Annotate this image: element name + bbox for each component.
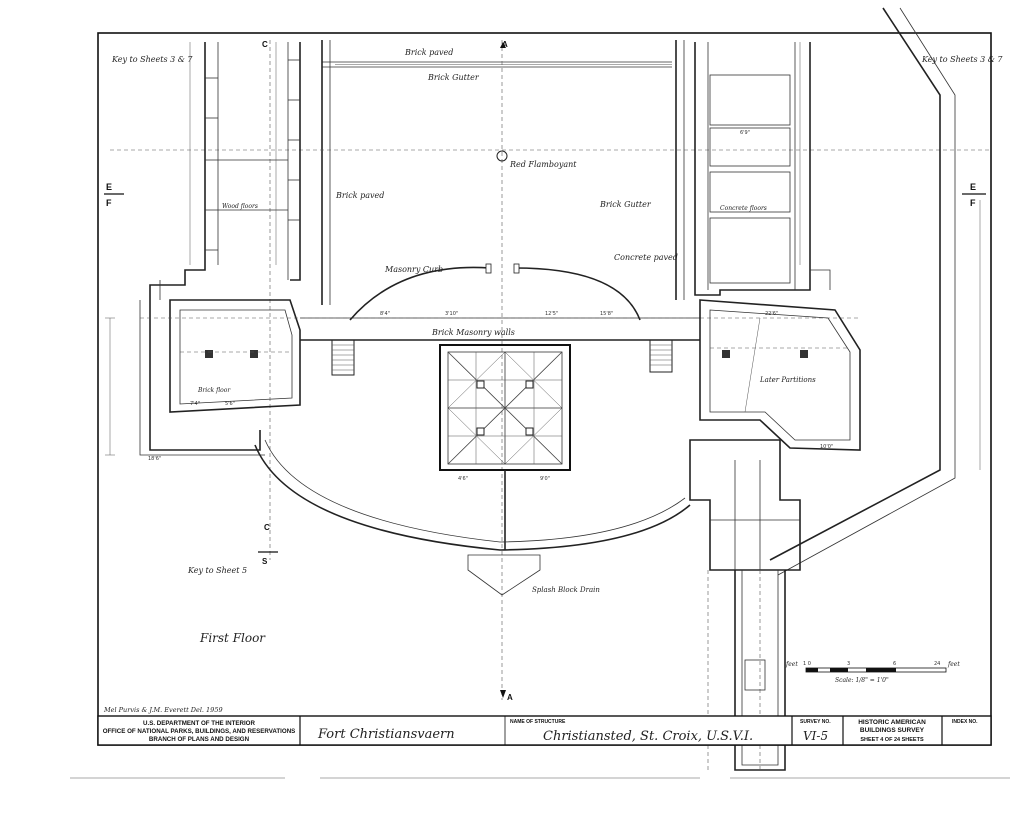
label-brick-masonry-walls: Brick Masonry walls bbox=[431, 328, 515, 337]
scale-unit-right: feet bbox=[947, 661, 960, 668]
section-mark-e-right: E bbox=[970, 182, 976, 192]
section-mark-c-top: C bbox=[262, 40, 268, 49]
masonry-curb bbox=[349, 266, 491, 321]
label-splash-block-drain: Splash Block Drain bbox=[532, 586, 600, 594]
section-mark-f-right: F bbox=[970, 198, 976, 208]
section-mark-s-mid: S bbox=[262, 557, 268, 566]
scale-tick: 1 0 bbox=[803, 661, 811, 667]
section-mark-e-left: E bbox=[106, 182, 112, 192]
splash-block bbox=[467, 554, 541, 596]
sheet-number: SHEET 4 OF 24 SHEETS bbox=[860, 737, 924, 743]
stair-right bbox=[649, 339, 673, 373]
scale-unit-left: feet bbox=[785, 661, 798, 668]
key-sheets-left: Key to Sheets 3 & 7 bbox=[111, 55, 193, 64]
title-block: U.S. DEPARTMENT OF THE INTERIOR OFFICE O… bbox=[97, 715, 992, 746]
stair-left bbox=[331, 339, 355, 376]
scale-tick: 24 bbox=[934, 661, 940, 667]
dimension-label: 22'6" bbox=[765, 311, 778, 317]
section-markers: A A C C S E F E F bbox=[104, 40, 986, 702]
label-masonry-curb: Masonry Curb bbox=[384, 265, 443, 274]
structure-name: Fort Christiansvaern bbox=[317, 727, 455, 742]
label-wood-floors: Wood floors bbox=[222, 203, 258, 210]
dimension-label: 15'8" bbox=[600, 311, 613, 317]
vaulted-block bbox=[439, 344, 571, 550]
curved-front-wall bbox=[254, 444, 691, 551]
tree-symbol bbox=[496, 150, 508, 162]
label-concrete-floors: Concrete floors bbox=[720, 205, 767, 212]
index-no-label: INDEX NO. bbox=[952, 719, 978, 725]
scale-tick: 6 bbox=[893, 661, 896, 667]
label-red-flamboyant: Red Flamboyant bbox=[509, 160, 577, 169]
survey-no-label: SURVEY NO. bbox=[800, 719, 831, 725]
label-later-partitions: Later Partitions bbox=[759, 376, 816, 384]
dimension-label: 12'5" bbox=[545, 311, 558, 317]
label-brick-gutter-right: Brick Gutter bbox=[599, 200, 652, 209]
floor-plan bbox=[105, 7, 990, 771]
section-mark-a-bottom: A bbox=[507, 693, 513, 702]
dimension-label: 18'6" bbox=[148, 456, 161, 462]
label-brick-gutter-top: Brick Gutter bbox=[427, 73, 480, 82]
dimension-label: 10'0" bbox=[820, 444, 833, 450]
agency-line-1: U.S. DEPARTMENT OF THE INTERIOR bbox=[143, 720, 255, 727]
agency-line-3: BRANCH OF PLANS AND DESIGN bbox=[149, 736, 250, 743]
floor-label: First Floor bbox=[199, 631, 266, 645]
section-mark-c-mid: C bbox=[264, 523, 270, 532]
key-sheets-right: Key to Sheets 3 & 7 bbox=[921, 55, 1003, 64]
dimension-label: 6'9" bbox=[740, 130, 750, 136]
section-mark-a-top: A bbox=[502, 40, 508, 49]
label-concrete-paved: Concrete paved bbox=[614, 253, 678, 262]
annotations: Key to Sheets 3 & 7 Key to Sheets 3 & 7 … bbox=[103, 48, 1003, 714]
name-of-structure-label: NAME OF STRUCTURE bbox=[510, 719, 566, 725]
survey-no: VI-5 bbox=[803, 729, 828, 743]
drawn-by: Mel Purvis & J.M. Everett Del. 1959 bbox=[103, 706, 223, 714]
key-sheet-5: Key to Sheet 5 bbox=[187, 566, 247, 575]
label-brick-paved-left: Brick paved bbox=[335, 191, 384, 200]
habs-line-1: HISTORIC AMERICAN bbox=[858, 719, 926, 726]
label-brick-floor: Brick floor bbox=[197, 387, 231, 394]
scale-caption: Scale: 1/8" = 1'0" bbox=[835, 677, 889, 684]
dimension-label: 7'4" bbox=[190, 401, 200, 407]
section-mark-f-left: F bbox=[106, 198, 112, 208]
dimensions: 18'6" 7'4" 5'6" 8'4" 3'10" 12'5" 4'6" 9'… bbox=[148, 130, 833, 482]
scale-bar: feet feet 1 0 3 6 24 Scale: 1/8" = 1'0" bbox=[785, 661, 960, 684]
structure-location: Christiansted, St. Croix, U.S.V.I. bbox=[543, 729, 753, 744]
habs-line-2: BUILDINGS SURVEY bbox=[860, 727, 925, 734]
dimension-label: 8'4" bbox=[380, 311, 390, 317]
dimension-label: 5'6" bbox=[225, 401, 235, 407]
label-brick-paved-top: Brick paved bbox=[404, 48, 453, 57]
agency-line-2: OFFICE OF NATIONAL PARKS, BUILDINGS, AND… bbox=[103, 728, 296, 735]
dimension-label: 9'0" bbox=[540, 476, 550, 482]
dimension-label: 4'6" bbox=[458, 476, 468, 482]
scale-tick: 3 bbox=[847, 661, 850, 667]
dimension-label: 3'10" bbox=[445, 311, 458, 317]
